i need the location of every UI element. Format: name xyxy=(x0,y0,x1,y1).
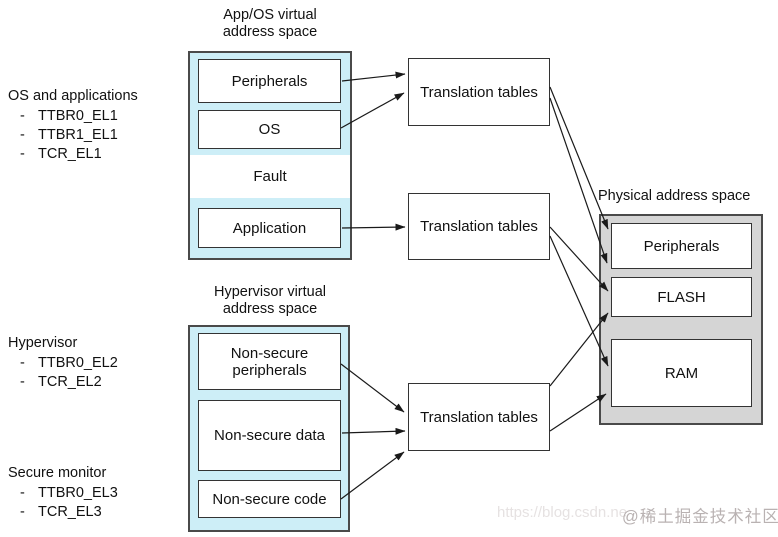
translation-tables-1-box: Translation tables xyxy=(408,58,550,126)
bullet-dash: - xyxy=(20,108,25,124)
register-label: TCR_EL2 xyxy=(38,374,102,390)
os-apps-heading: OS and applications xyxy=(8,88,138,104)
watermark-community: @稀土掘金技术社区 xyxy=(622,508,778,526)
bullet-dash: - xyxy=(20,504,25,520)
hypervisor-heading: Hypervisor xyxy=(8,335,78,351)
app-application-box: Application xyxy=(198,208,341,248)
connector-arrow-hyp-ns-code-to-tt3 xyxy=(340,451,405,500)
list-item: - TTBR0_EL3 xyxy=(8,484,118,503)
app-os-box: OS xyxy=(198,110,341,149)
translation-tables-3-box: Translation tables xyxy=(408,383,550,451)
bullet-dash: - xyxy=(20,374,25,390)
hyp-space-title: Hypervisor virtual address space xyxy=(178,284,362,318)
watermark-url: https://blog.csdn.ne xyxy=(497,504,628,521)
register-label: TTBR0_EL3 xyxy=(38,485,118,501)
os-apps-annotation: OS and applications - TTBR0_EL1 - TTBR1_… xyxy=(8,87,138,164)
register-label: TCR_EL3 xyxy=(38,504,102,520)
connector-arrow-tt3-to-phys-ram-low xyxy=(549,393,607,432)
bullet-dash: - xyxy=(20,355,25,371)
list-item: - TCR_EL1 xyxy=(8,145,138,164)
app-space-title-line1: App/OS virtual xyxy=(223,7,317,23)
app-fault-band: Fault xyxy=(190,155,350,198)
bullet-dash: - xyxy=(20,485,25,501)
phys-ram-box: RAM xyxy=(611,339,752,407)
hyp-ns-data-box: Non-secure data xyxy=(198,400,341,471)
translation-tables-2-box: Translation tables xyxy=(408,193,550,260)
list-item: - TTBR0_EL2 xyxy=(8,354,118,373)
list-item: - TTBR0_EL1 xyxy=(8,107,138,126)
register-label: TTBR0_EL1 xyxy=(38,108,118,124)
hyp-space-title-line1: Hypervisor virtual xyxy=(214,284,326,300)
secure-monitor-annotation: Secure monitor - TTBR0_EL3 - TCR_EL3 xyxy=(8,464,118,522)
hyp-ns-code-box: Non-secure code xyxy=(198,480,341,518)
connector-arrow-tt1-to-phys-peripherals xyxy=(549,86,609,230)
bullet-dash: - xyxy=(20,146,25,162)
connector-arrow-hyp-ns-data-to-tt3 xyxy=(341,427,406,435)
app-peripherals-box: Peripherals xyxy=(198,59,341,103)
physical-space-title: Physical address space xyxy=(598,188,751,204)
app-space-title: App/OS virtual address space xyxy=(178,7,362,41)
list-item: - TTBR1_EL1 xyxy=(8,126,138,145)
app-space-title-line2: address space xyxy=(222,24,318,40)
list-item: - TCR_EL2 xyxy=(8,373,118,392)
hyp-space-title-line2: address space xyxy=(222,301,318,317)
phys-peripherals-box: Peripherals xyxy=(611,223,752,269)
register-label: TTBR0_EL2 xyxy=(38,355,118,371)
register-label: TTBR1_EL1 xyxy=(38,127,118,143)
register-label: TCR_EL1 xyxy=(38,146,102,162)
bullet-dash: - xyxy=(20,127,25,143)
phys-flash-box: FLASH xyxy=(611,277,752,317)
connector-arrow-hyp-ns-peripherals-to-tt3 xyxy=(340,363,405,413)
hyp-ns-peripherals-box: Non-secure peripherals xyxy=(198,333,341,390)
secure-monitor-heading: Secure monitor xyxy=(8,465,107,481)
list-item: - TCR_EL3 xyxy=(8,503,118,522)
hypervisor-annotation: Hypervisor - TTBR0_EL2 - TCR_EL2 xyxy=(8,334,118,392)
